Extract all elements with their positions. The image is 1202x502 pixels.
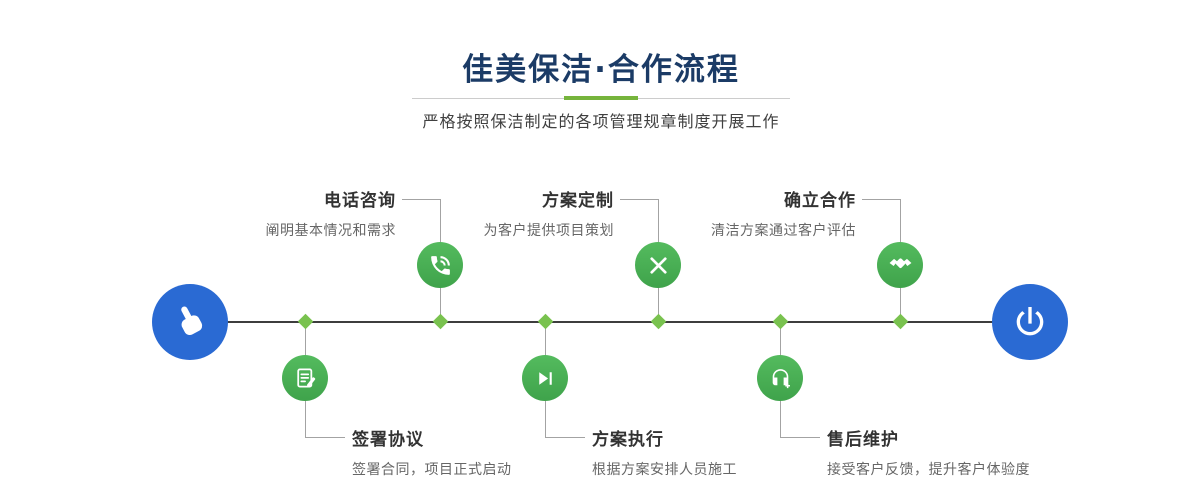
timeline-diamond [892,313,908,330]
step-node-cooperate [877,242,923,288]
step-node-sign [282,355,328,401]
connector-line [545,437,585,438]
step-text-execute: 方案执行 根据方案安排人员施工 [592,425,872,479]
step-text-aftersale: 售后维护 接受客户反馈，提升客户体验度 [827,425,1107,479]
step-label: 售后维护 [827,430,899,450]
divider-accent-bar [564,96,638,100]
step-label: 电话咨询 [324,191,396,211]
step-node-phone [417,242,463,288]
step-text-sign: 签署协议 签署合同，项目正式启动 [352,425,632,479]
handshake-icon [889,257,911,268]
connector-line [620,199,658,200]
step-desc: 接受客户反馈，提升客户体验度 [827,462,1030,478]
connector-line [862,199,900,200]
pointing-hand-icon [181,306,203,335]
headset-icon [772,368,790,388]
memo-icon [296,367,315,388]
start-node [152,284,228,360]
connector-line [305,437,345,438]
timeline-diamond [297,313,313,330]
step-text-plan: 方案定制 为客户提供项目策划 [374,186,614,240]
step-label: 方案定制 [542,191,614,211]
timeline-diamond [537,313,553,330]
step-desc: 签署合同，项目正式启动 [352,462,512,478]
page-subtitle: 严格按照保洁制定的各项管理规章制度开展工作 [422,112,780,131]
step-node-execute [522,355,568,401]
title-divider [412,96,790,100]
connector-line [780,437,820,438]
step-label: 方案执行 [592,430,664,450]
pencil-ruler-icon [649,256,667,274]
timeline-diamond [650,313,666,330]
step-desc: 根据方案安排人员施工 [592,462,737,478]
connector-line [402,199,440,200]
end-node [992,284,1068,360]
step-desc: 清洁方案通过客户评估 [711,223,856,239]
step-text-cooperate: 确立合作 清洁方案通过客户评估 [616,186,856,240]
power-icon [1016,307,1044,336]
play-next-icon [538,371,552,385]
phone-icon [430,255,450,275]
timeline-diamond [432,313,448,330]
step-label: 签署协议 [352,430,424,450]
timeline-diamond [772,313,788,330]
step-node-plan [635,242,681,288]
step-label: 确立合作 [784,191,856,211]
step-desc: 阐明基本情况和需求 [265,223,396,239]
step-text-phone: 电话咨询 阐明基本情况和需求 [156,186,396,240]
step-desc: 为客户提供项目策划 [483,223,614,239]
timeline-line [190,321,1030,323]
page-title: 佳美保洁·合作流程 [462,52,740,88]
step-node-aftersale [757,355,803,401]
